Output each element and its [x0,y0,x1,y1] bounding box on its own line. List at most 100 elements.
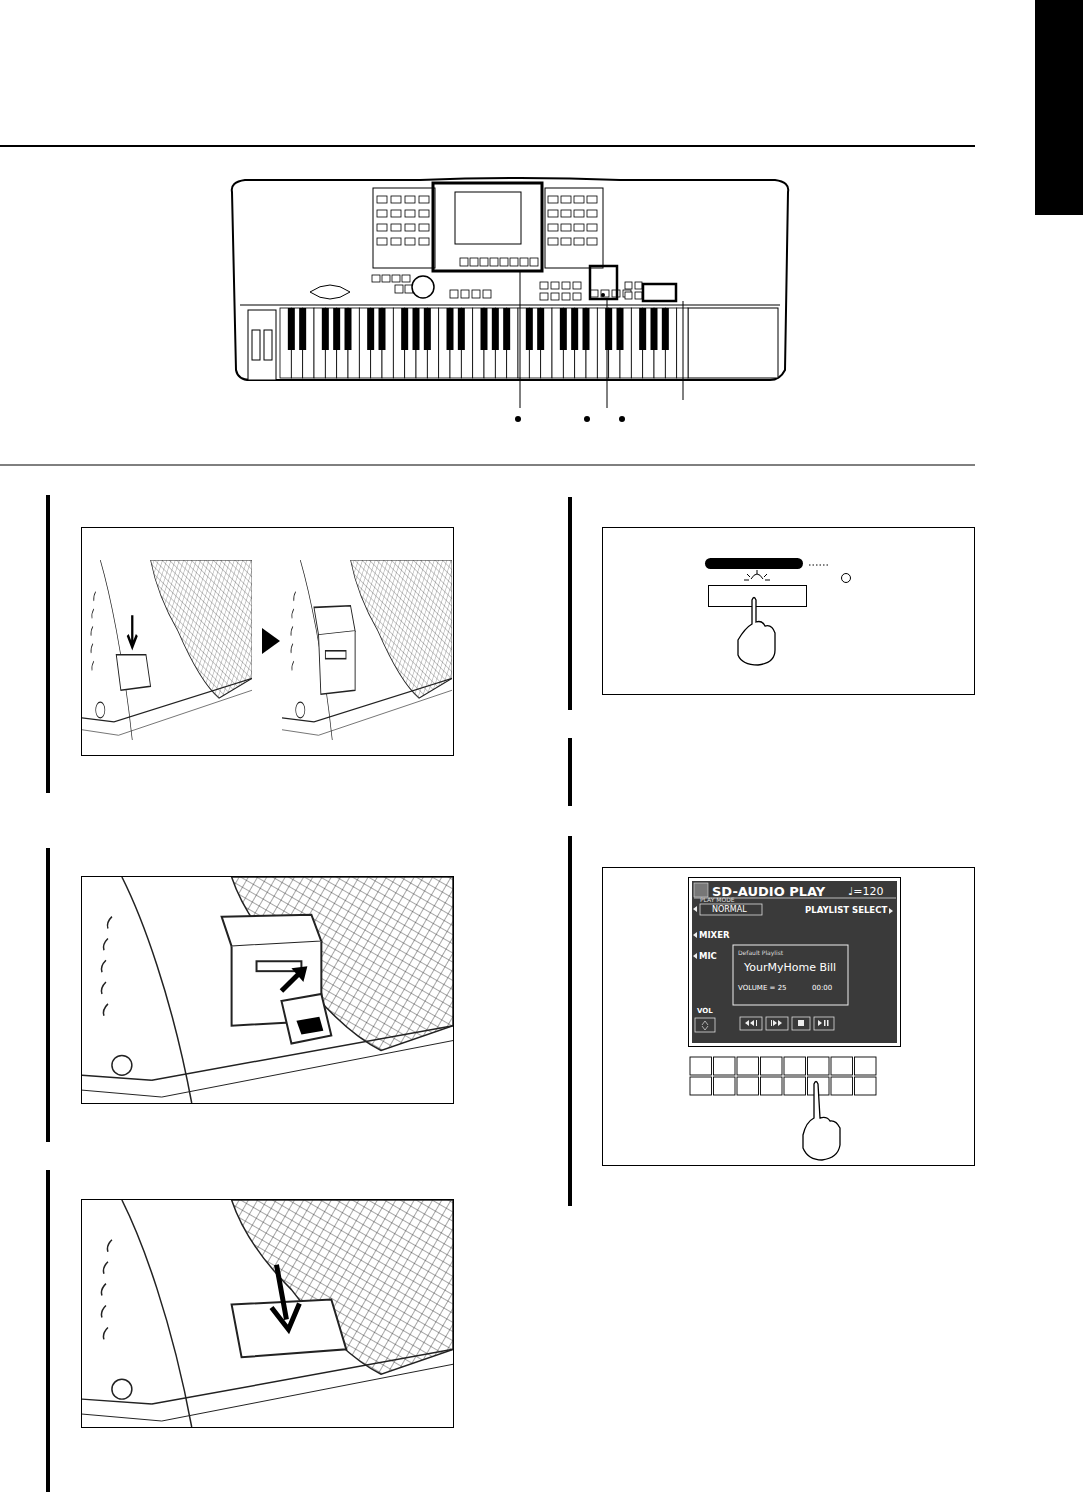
black-key [447,308,454,350]
panel-button [419,224,429,231]
panel-button [377,238,387,245]
panel-button [377,224,387,231]
black-key [333,308,340,350]
panel-button [483,290,491,298]
panel-button [548,224,558,231]
field-caption: PLAY MODE [700,897,735,903]
panel-button [510,258,518,266]
field-value: NORMAL [712,906,747,914]
panel-button [574,224,584,231]
panel-button [419,210,429,217]
black-key [481,308,488,350]
touch-pad [690,1057,712,1075]
black-key [503,308,510,350]
panel-button [548,210,558,217]
panel-button [490,258,498,266]
tempo-readout: ♩=120 [848,886,883,897]
panel-button [372,275,380,282]
panel-button [551,293,559,300]
panel-button [625,292,632,299]
black-key [560,308,567,350]
panel-button [551,282,559,289]
panel-button [562,293,570,300]
panel-button [574,210,584,217]
menu-item: VOL [697,1008,713,1015]
panel-button [561,238,571,245]
black-key [424,308,431,350]
panel-button [635,292,642,299]
panel-button [625,282,632,289]
panel-button [540,282,548,289]
black-key [401,308,408,350]
touch-pad [855,1057,877,1075]
panel-button [561,210,571,217]
panel-button [561,224,571,231]
black-key [322,308,329,350]
panel-button [460,258,468,266]
black-key [299,308,306,350]
panel-button [391,196,401,203]
panel-button [391,210,401,217]
black-key [662,308,669,350]
black-key [605,308,612,350]
black-key [379,308,386,350]
menu-item: MIC [699,952,717,961]
black-key [651,308,658,350]
panel-button [587,210,597,217]
black-key [537,308,544,350]
panel-button [392,275,400,282]
panel-button [391,238,401,245]
panel-button [573,293,581,300]
panel-button [405,224,415,231]
black-key [367,308,374,350]
menu-item: PLAYLIST SELECT [805,906,887,915]
panel-button [500,258,508,266]
touch-pad [690,1077,712,1095]
black-key [345,308,352,350]
panel-button [461,290,469,298]
touch-pad [831,1077,853,1095]
panel-button [530,258,538,266]
black-key [458,308,465,350]
black-key [571,308,578,350]
panel-button [402,275,410,282]
panel-button [548,196,558,203]
panel-button [405,196,415,203]
panel-button [573,282,581,289]
panel-button [377,210,387,217]
black-key [639,308,646,350]
panel-button [561,196,571,203]
panel-button [382,275,390,282]
song-title: YourMyHome Bill [744,962,836,973]
panel-button [405,238,415,245]
black-key [288,308,295,350]
panel-button [587,196,597,203]
volume-readout: VOLUME = 25 [738,985,787,992]
panel-button [391,224,401,231]
touch-pad [714,1077,736,1095]
panel-button [480,258,488,266]
panel-button [635,282,642,289]
touch-pad [737,1057,759,1075]
black-key [413,308,420,350]
panel-button [601,290,609,297]
black-key [492,308,499,350]
panel-button [587,238,597,245]
touch-pad [761,1057,783,1075]
panel-button [450,290,458,298]
touch-pad [784,1057,806,1075]
white-key [677,308,688,378]
playlist-caption: Default Playlist [738,950,783,956]
panel-button [548,238,558,245]
touch-pad [714,1057,736,1075]
black-key [583,308,590,350]
panel-button [562,282,570,289]
touch-pad [831,1057,853,1075]
touch-pad [737,1077,759,1095]
panel-button [540,293,548,300]
panel-button [419,196,429,203]
panel-button [472,290,480,298]
panel-button [587,224,597,231]
